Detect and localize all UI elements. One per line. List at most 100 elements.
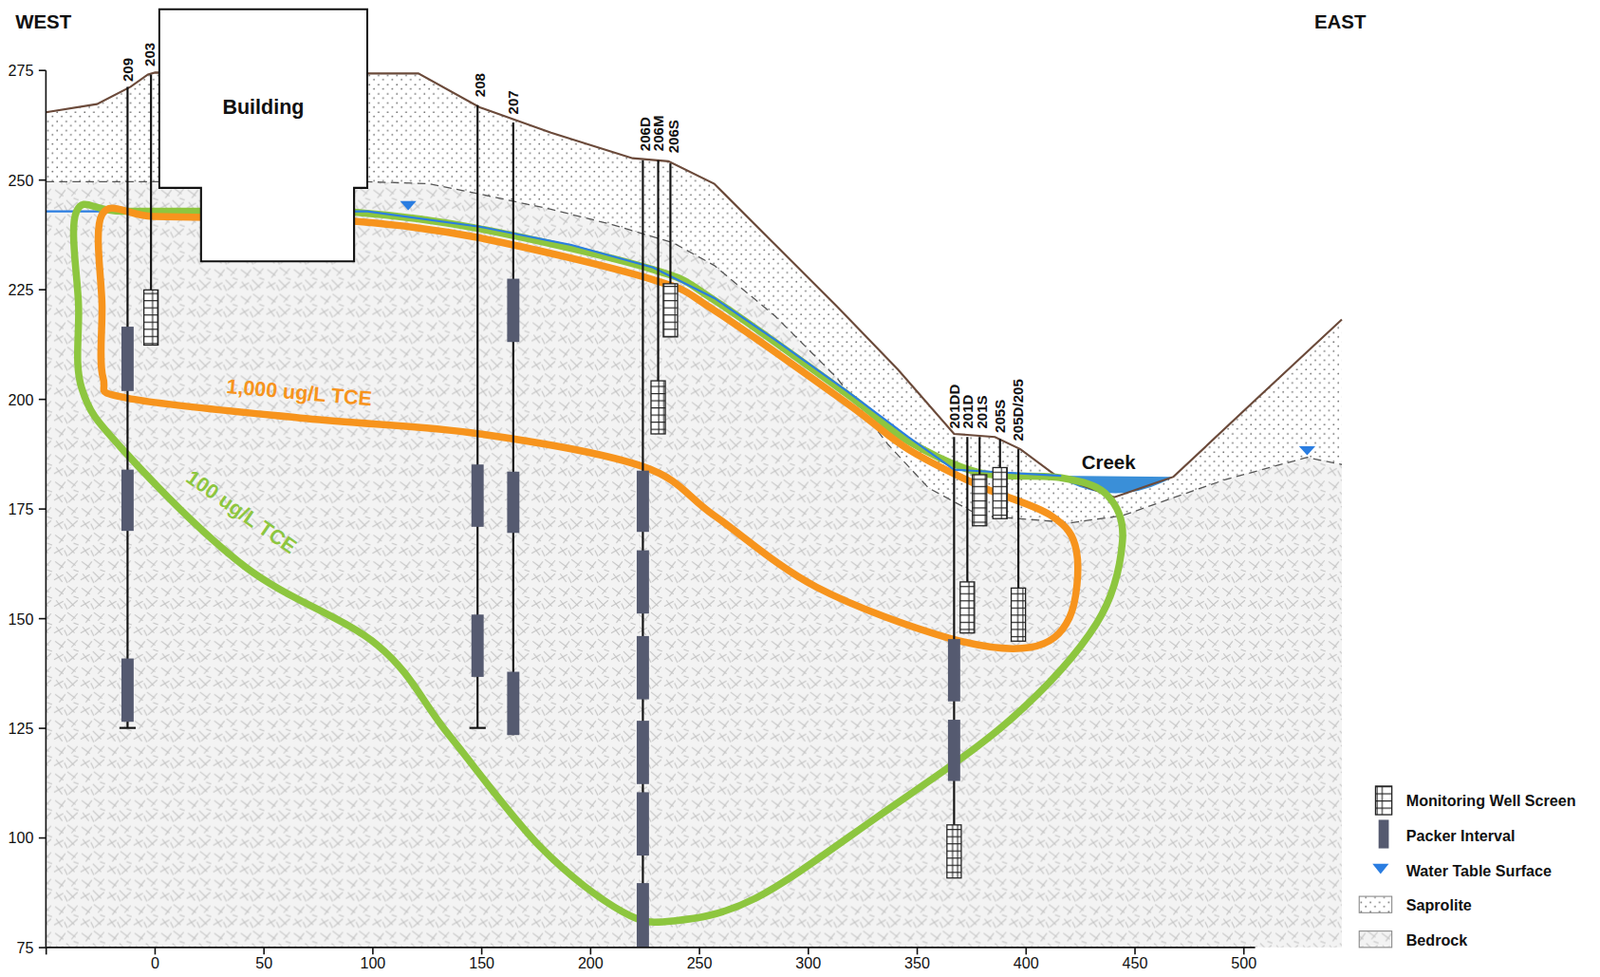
well-id: 201S — [974, 394, 989, 428]
legend-text: Packer Interval — [1406, 826, 1516, 842]
packer-interval — [121, 469, 134, 532]
tick — [916, 947, 919, 955]
water-table — [353, 211, 1061, 476]
axis-value: 275 — [8, 62, 35, 78]
contour-100 — [74, 204, 1124, 922]
axis-value: 75 — [17, 939, 35, 955]
axis-value: 125 — [8, 720, 35, 736]
legend-text: Water Table Surface — [1406, 861, 1552, 877]
packer-interval — [636, 470, 650, 533]
tce-contours — [74, 201, 1316, 922]
well-screen — [1011, 587, 1026, 641]
axis-value: 200 — [8, 391, 35, 408]
packer-interval — [506, 471, 520, 534]
packer-interval — [471, 464, 484, 527]
packer-interval — [506, 671, 520, 736]
packer-interval — [636, 720, 650, 784]
well-id: 205S — [992, 399, 1007, 433]
well-screen — [992, 466, 1007, 519]
well-id: 206D — [637, 116, 652, 151]
tick — [698, 947, 701, 955]
legend-text: Saprolite — [1406, 896, 1472, 912]
well-screen — [651, 380, 666, 434]
legend-text: Monitoring Well Screen — [1406, 792, 1577, 808]
well-id: 209 — [120, 57, 135, 82]
well-screen — [947, 824, 962, 878]
well-id: 205D/205 — [1011, 378, 1026, 441]
tick — [38, 69, 47, 72]
well-id: 201DD — [947, 384, 962, 429]
tick — [1134, 947, 1136, 955]
direction-label: WEST — [15, 12, 72, 32]
well-id: 206M — [651, 114, 666, 151]
axis-value: 250 — [8, 172, 35, 188]
packer-interval — [636, 635, 650, 700]
well-id: 203 — [143, 42, 158, 67]
feature-label: Creek — [1081, 451, 1136, 471]
axis-value: 150 — [468, 954, 495, 970]
packer-interval — [121, 658, 134, 723]
packer-interval — [636, 550, 650, 614]
axis-value: 50 — [255, 954, 273, 970]
axis-value: 450 — [1122, 954, 1149, 970]
building-outline — [158, 8, 370, 264]
axis-value: 225 — [8, 281, 35, 298]
tick — [807, 947, 810, 955]
tick — [481, 947, 484, 955]
axis-value: 250 — [687, 954, 713, 970]
well-id: 208 — [472, 73, 487, 97]
packer-interval — [636, 882, 650, 948]
packer-interval — [948, 638, 961, 702]
well-casing — [512, 122, 515, 735]
tick — [1024, 947, 1027, 955]
packer-interval — [636, 791, 650, 856]
well-bottom — [469, 726, 486, 729]
well-screen — [972, 474, 987, 526]
tick — [38, 617, 47, 620]
building-label: Building — [158, 95, 370, 120]
axis-value: 500 — [1230, 954, 1257, 970]
tick — [38, 837, 47, 839]
axis-value: 0 — [150, 954, 160, 970]
packer-interval — [121, 326, 134, 391]
water-table-marker — [400, 201, 417, 211]
water-table-marker — [1299, 446, 1316, 456]
legend-symbols — [1358, 785, 1392, 948]
tick — [38, 946, 47, 949]
well-id: 201D — [960, 394, 975, 429]
legend-text: Bedrock — [1406, 930, 1469, 947]
tick — [262, 947, 265, 955]
building-outline — [159, 9, 368, 262]
tick — [590, 947, 593, 955]
well-screen — [960, 581, 975, 633]
packer-interval — [506, 279, 520, 343]
well-screen — [663, 283, 678, 337]
axis-value: 100 — [8, 830, 35, 846]
packer-interval — [948, 719, 961, 782]
axis-value: 300 — [795, 954, 821, 970]
axis-value: 400 — [1013, 954, 1040, 970]
x-axis — [45, 946, 1255, 949]
building-box: Building — [158, 8, 370, 264]
tick — [38, 179, 47, 182]
well-screen — [144, 289, 159, 345]
well-id: 207 — [505, 90, 521, 114]
axis-value: 100 — [359, 954, 386, 970]
tick — [45, 947, 48, 955]
axis-value: 150 — [8, 611, 35, 627]
tick — [38, 507, 47, 510]
direction-label: EAST — [1314, 12, 1367, 32]
well-bottom — [119, 726, 136, 729]
tick — [1243, 947, 1246, 955]
axis-value: 175 — [8, 501, 35, 517]
contour-1000 — [98, 207, 1079, 649]
tick — [154, 947, 157, 955]
well-casing — [126, 86, 129, 727]
tick — [38, 726, 47, 729]
tick — [38, 288, 47, 291]
axis-value: 200 — [577, 954, 604, 970]
well-id: 206S — [666, 119, 681, 153]
packer-interval — [471, 613, 484, 677]
tick — [372, 947, 374, 955]
